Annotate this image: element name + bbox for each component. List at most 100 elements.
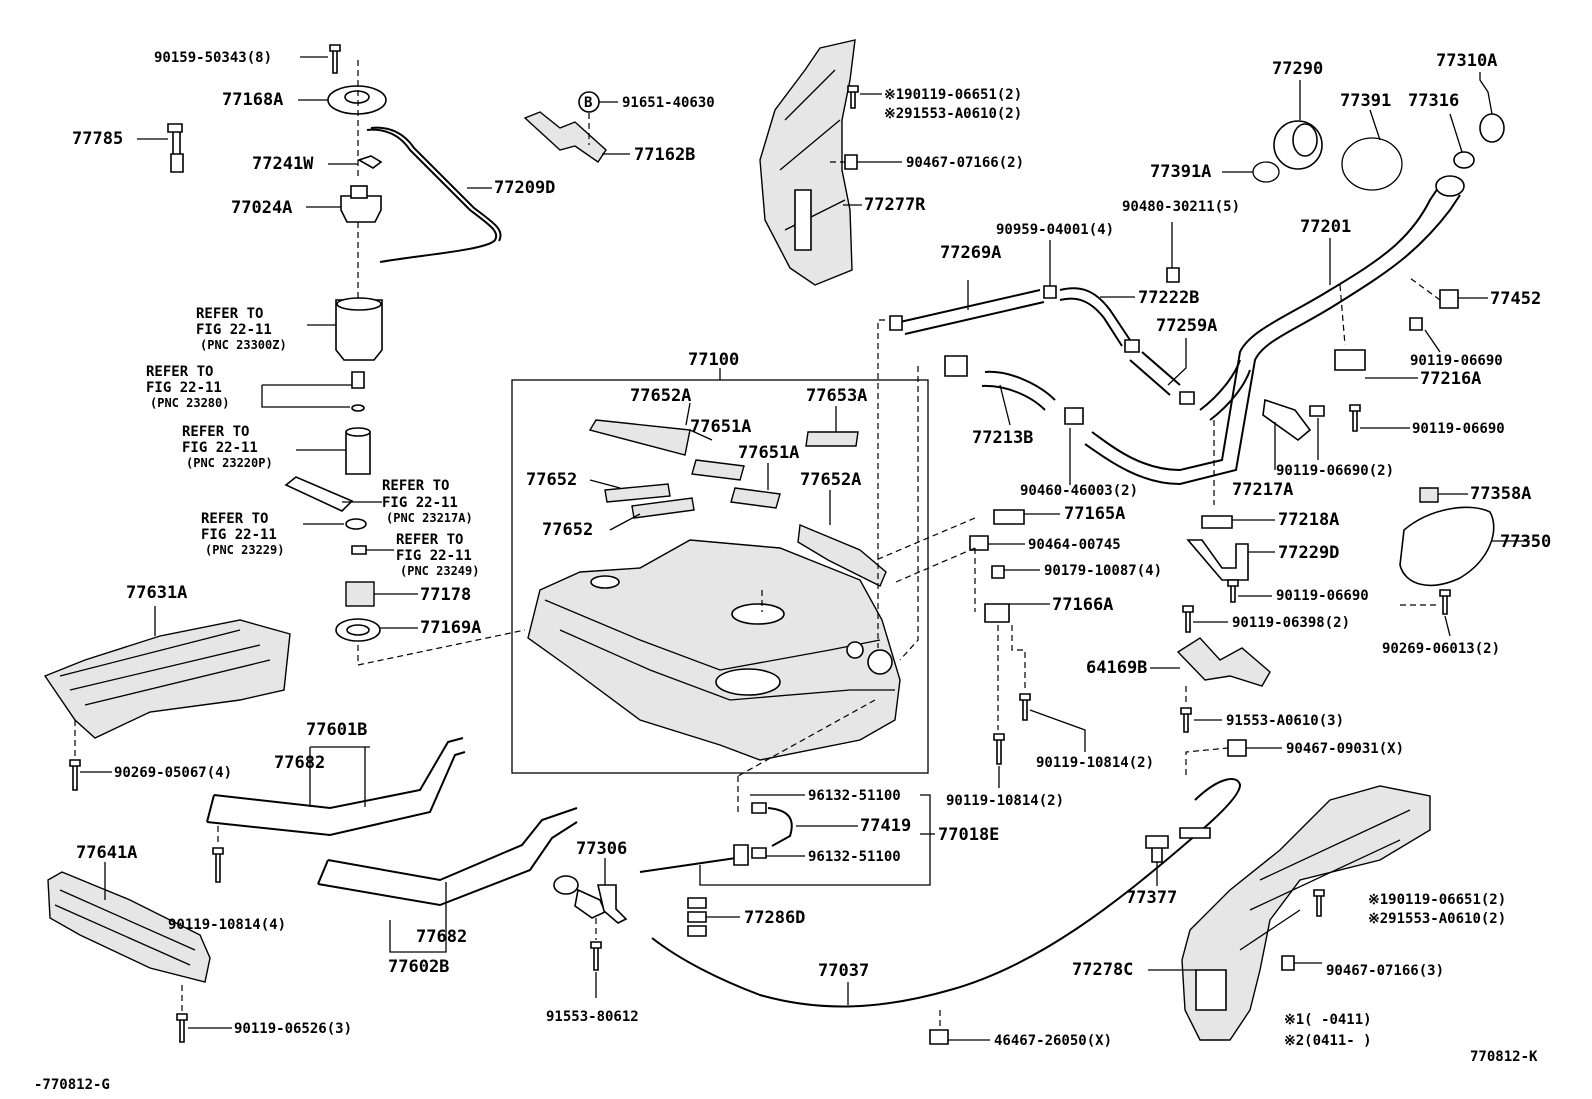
clamp-90460 bbox=[1064, 407, 1084, 425]
fuel-tank-77100 bbox=[511, 368, 929, 774]
protector-77631A bbox=[43, 619, 291, 739]
cable-77037 bbox=[651, 778, 1242, 1045]
nut-90467-07166-b bbox=[1281, 955, 1295, 971]
label-90119-10814-2b: 90119-10814(2) bbox=[946, 793, 1064, 809]
label-90460-46003: 90460-46003(2) bbox=[1020, 483, 1138, 499]
clamp-77218A bbox=[1201, 515, 1233, 529]
label-77241W: 77241W bbox=[252, 154, 314, 174]
label-ref1-b: FIG 22-11 bbox=[196, 322, 272, 338]
label-77166A: 77166A bbox=[1052, 595, 1113, 615]
clamp-96132-b bbox=[751, 847, 767, 859]
cover-77358A bbox=[1419, 487, 1439, 503]
label-90119-06690-a: 90119-06690 bbox=[1410, 353, 1503, 369]
bolt-90119-06526 bbox=[176, 1013, 188, 1043]
label-ref2-c: (PNC 23280) bbox=[150, 396, 229, 410]
clamp-77452 bbox=[1439, 289, 1459, 309]
label-ref4-c: (PNC 23217A) bbox=[386, 511, 473, 525]
label-77218A: 77218A bbox=[1278, 510, 1339, 530]
fuel-cap-parts bbox=[1222, 72, 1505, 191]
label-90179-10087: 90179-10087(4) bbox=[1044, 563, 1162, 579]
label-77222B: 77222B bbox=[1138, 288, 1199, 308]
label-90467-09031: 90467-09031(X) bbox=[1286, 741, 1404, 757]
label-ref3-a: REFER TO bbox=[182, 424, 249, 440]
clip-77241W bbox=[357, 155, 383, 169]
label-77024A: 77024A bbox=[231, 198, 292, 218]
label-77213B: 77213B bbox=[972, 428, 1033, 448]
hose-77259A bbox=[1129, 359, 1171, 396]
clip-46467 bbox=[929, 1029, 949, 1045]
connector-77377 bbox=[1145, 835, 1169, 863]
label-ref6-c: (PNC 23249) bbox=[400, 564, 479, 578]
label-77652A-1: 77652A bbox=[630, 386, 691, 406]
pad-77652-2 bbox=[631, 497, 695, 519]
label-90269-06013: 90269-06013(2) bbox=[1382, 641, 1500, 657]
label-ref3-c: (PNC 23220P) bbox=[186, 456, 273, 470]
protector-and-bands bbox=[43, 606, 578, 1043]
pad-77653A bbox=[805, 431, 859, 447]
label-code-right: 770812-K bbox=[1470, 1049, 1538, 1065]
label-77162B: 77162B bbox=[634, 145, 695, 165]
band-77602B bbox=[327, 807, 578, 882]
filler-pipe-77201 bbox=[1084, 175, 1488, 505]
label-90119-06690-2: 90119-06690(2) bbox=[1276, 463, 1394, 479]
bolt-90119-06690-c bbox=[1227, 579, 1239, 603]
pressure-regulator bbox=[351, 371, 365, 389]
label-77259A: 77259A bbox=[1156, 316, 1217, 336]
tank-body bbox=[527, 539, 901, 761]
label-77216A: 77216A bbox=[1420, 369, 1481, 389]
clamp-77286D bbox=[687, 897, 740, 937]
label-90467-07166-3: 90467-07166(3) bbox=[1326, 963, 1444, 979]
bracket-77165A bbox=[993, 509, 1025, 525]
label-77631A: 77631A bbox=[126, 583, 187, 603]
fuel-connector bbox=[351, 545, 367, 555]
hose-77213B bbox=[984, 370, 1056, 401]
bolt-91553-A0610 bbox=[1180, 707, 1192, 733]
label-77169A: 77169A bbox=[420, 618, 481, 638]
label-77652-2: 77652 bbox=[542, 520, 593, 540]
label-90119-06690-c: 90119-06690 bbox=[1276, 588, 1369, 604]
bracket-90464 bbox=[969, 535, 989, 551]
label-90480-30211: 90480-30211(5) bbox=[1122, 199, 1240, 215]
label-77100: 77100 bbox=[688, 350, 739, 370]
label-77277R: 77277R bbox=[864, 195, 926, 215]
vent-hoses bbox=[877, 222, 1195, 661]
label-96132-51100-a: 96132-51100 bbox=[808, 788, 901, 804]
sender-77785 bbox=[167, 123, 184, 173]
label-ref1-c: (PNC 23300Z) bbox=[200, 338, 287, 352]
nut-90467-07166-a bbox=[844, 154, 858, 170]
label-90959-04001: 90959-04001(4) bbox=[996, 222, 1114, 238]
label-77165A: 77165A bbox=[1064, 504, 1125, 524]
bracket-77166A bbox=[984, 603, 1010, 623]
nut-90480 bbox=[1166, 267, 1180, 283]
label-77641A: 77641A bbox=[76, 843, 137, 863]
clip-90959 bbox=[1043, 285, 1057, 299]
fuel-lid-77350 bbox=[1399, 506, 1495, 587]
retainer-77178 bbox=[345, 581, 375, 607]
label-ref2-a: REFER TO bbox=[146, 364, 213, 380]
label-ref6-a: REFER TO bbox=[396, 532, 463, 548]
pad-77652-1 bbox=[604, 483, 671, 503]
label-77601B: 77601B bbox=[306, 720, 367, 740]
filter-canister bbox=[335, 299, 383, 361]
label-90119-06526: 90119-06526(3) bbox=[234, 1021, 352, 1037]
clip-90467-09031 bbox=[1227, 739, 1247, 757]
label-77229D: 77229D bbox=[1278, 543, 1339, 563]
label-77602B: 77602B bbox=[388, 957, 449, 977]
label-90119-06398: 90119-06398(2) bbox=[1232, 615, 1350, 631]
label-note2b-91553-A0610: ※291553-A0610(2) bbox=[1368, 911, 1506, 927]
label-91553-80612: 91553-80612 bbox=[546, 1009, 639, 1025]
gasket-77391 bbox=[1341, 137, 1403, 191]
liner-77278C bbox=[1145, 785, 1431, 1041]
hose-77222B bbox=[1059, 287, 1131, 341]
bolt-90119-10814-4 bbox=[212, 847, 224, 883]
label-64169B: 64169B bbox=[1086, 658, 1147, 678]
bolt-90119-06651-a bbox=[847, 85, 859, 109]
label-77785: 77785 bbox=[72, 129, 123, 149]
label-note1-90119-06651: ※190119-06651(2) bbox=[884, 87, 1022, 103]
label-note2-91553-A0610: ※291553-A0610(2) bbox=[884, 106, 1022, 122]
bolt-90119-06690-b bbox=[1349, 404, 1361, 432]
label-ref5-b: FIG 22-11 bbox=[201, 527, 277, 543]
label-77290: 77290 bbox=[1272, 59, 1323, 79]
hose-77209D bbox=[366, 128, 498, 263]
label-ref1-a: REFER TO bbox=[196, 306, 263, 322]
